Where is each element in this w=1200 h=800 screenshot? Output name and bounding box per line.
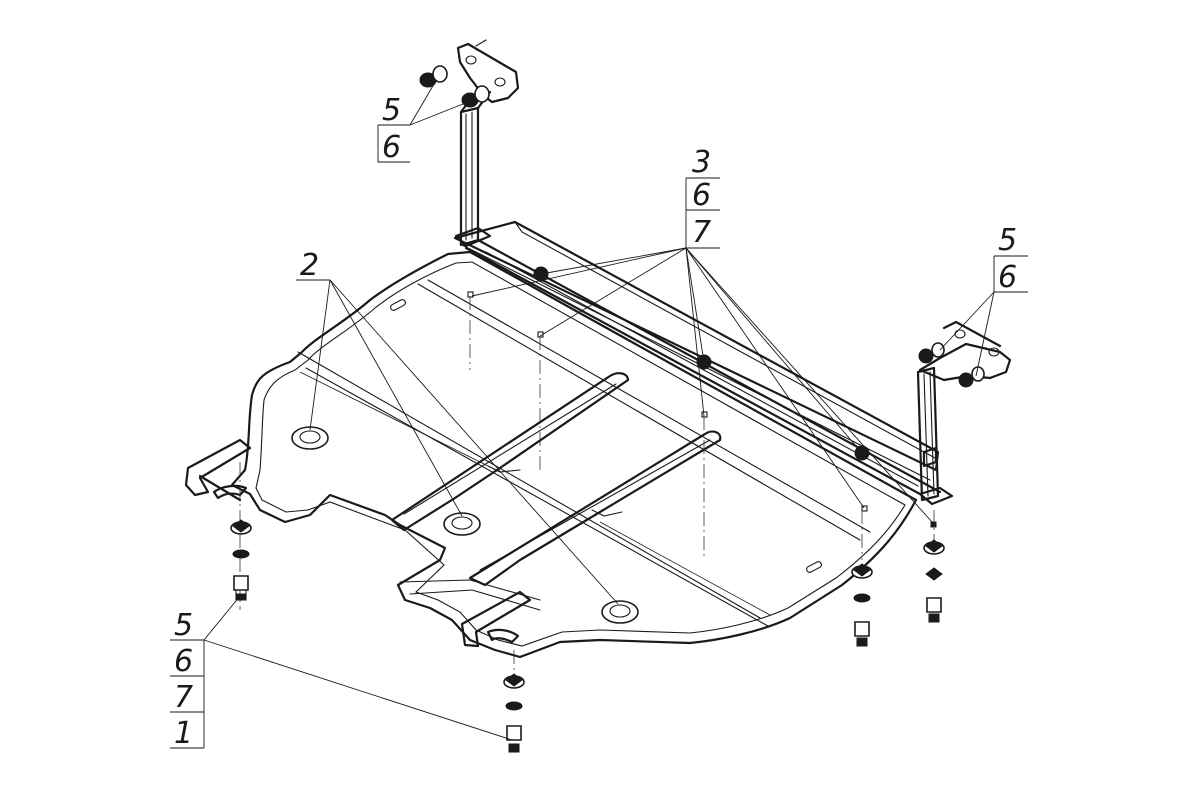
callout-number: 3 <box>692 145 711 180</box>
boss-right <box>601 600 639 624</box>
callout-number: 6 <box>692 178 711 213</box>
hardware-front-left <box>230 519 252 601</box>
leader-lines <box>170 83 1028 749</box>
callout-number: 6 <box>382 130 401 165</box>
callout-number: 6 <box>174 644 193 679</box>
callout-number: 6 <box>998 260 1017 295</box>
hardware-rear-center <box>503 673 525 753</box>
callout-number: 5 <box>998 223 1017 258</box>
callout-number: 1 <box>174 716 193 751</box>
callout-right: 5 6 <box>998 223 1017 295</box>
skid-plate <box>230 250 918 659</box>
callout-bottom-left: 5 6 7 1 <box>174 608 193 751</box>
callout-number: 2 <box>300 248 319 283</box>
callout-top-left: 5 6 <box>382 93 401 165</box>
cross-bar <box>453 220 942 496</box>
boss-center <box>443 512 481 536</box>
callout-top-center: 3 6 7 <box>692 145 711 250</box>
hardware-far-right <box>923 521 945 623</box>
right-vertical-bracket <box>916 320 1012 506</box>
hardware-rear-right <box>851 563 873 647</box>
callout-number: 5 <box>382 93 401 128</box>
callout-number: 7 <box>692 215 711 250</box>
rear-mounting-lip <box>460 590 532 648</box>
boss-left <box>291 426 329 450</box>
callout-plate: 2 <box>300 248 319 283</box>
callout-number: 7 <box>174 680 193 715</box>
callout-number: 5 <box>174 608 193 643</box>
left-vertical-bracket <box>419 39 520 248</box>
